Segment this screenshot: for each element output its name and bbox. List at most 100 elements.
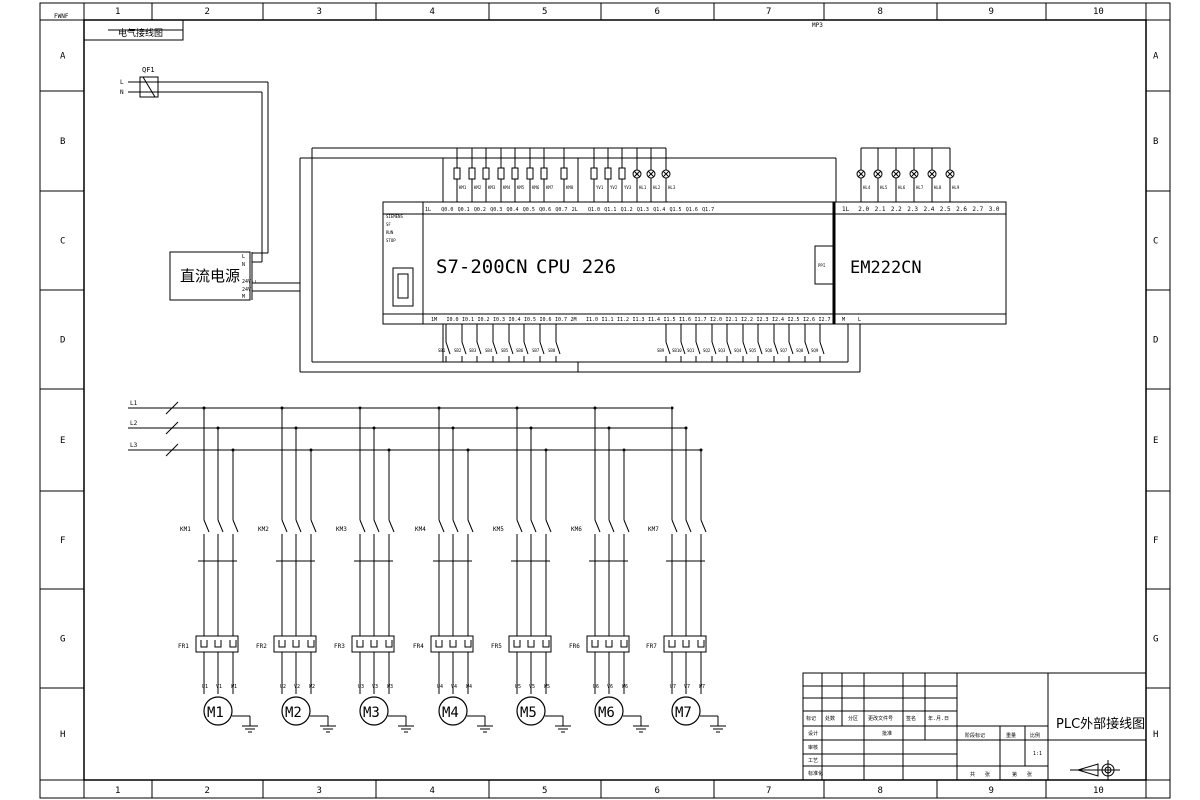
title-block-label: 第 bbox=[1012, 771, 1017, 778]
input-switch-blade bbox=[665, 341, 671, 355]
junction-dot bbox=[684, 426, 688, 430]
output-device-label: HL1 bbox=[639, 185, 647, 190]
column-label-10: 10 bbox=[1093, 7, 1104, 17]
cable-label: W4 bbox=[466, 684, 472, 690]
input-switch-blade bbox=[523, 341, 529, 355]
row-label-F-right: F bbox=[1153, 536, 1158, 546]
input-switch-blade bbox=[555, 341, 561, 355]
drawing-title: PLC外部接线图 bbox=[1056, 716, 1145, 732]
contactor-label: KM2 bbox=[258, 526, 269, 533]
column-label-5: 5 bbox=[542, 7, 547, 17]
plc-status-mark: RUN bbox=[386, 230, 394, 235]
ext-name: EM222CN bbox=[850, 258, 922, 278]
junction-dot bbox=[437, 406, 441, 410]
thermal-element bbox=[449, 640, 457, 648]
title-block-label: 处数 bbox=[825, 715, 835, 722]
indicator-lamp-cross bbox=[874, 170, 882, 178]
motor-label: M1 bbox=[207, 705, 224, 721]
breaker-label: QF1 bbox=[142, 66, 155, 74]
ext-lamp-label: HL5 bbox=[880, 185, 888, 190]
terminal-I1-4: I1.4 bbox=[648, 317, 660, 323]
terminal-Q1-4: Q1.4 bbox=[653, 207, 665, 213]
supply-terminal: M bbox=[242, 294, 245, 300]
column-label-8: 8 bbox=[878, 7, 883, 17]
thermal-element bbox=[697, 640, 705, 648]
column-label-2-bottom: 2 bbox=[205, 786, 210, 796]
ext-lamp-label: HL8 bbox=[934, 185, 942, 190]
indicator-lamp-cross bbox=[928, 170, 936, 178]
motor-icon bbox=[281, 696, 311, 726]
corner-code: FWNF bbox=[54, 13, 69, 20]
plc-status-mark: STOP bbox=[386, 238, 396, 243]
outer-frame bbox=[39, 2, 1171, 799]
motor-label: M3 bbox=[363, 705, 380, 721]
input-device-label: SB7 bbox=[532, 348, 540, 353]
input-device-label: SQ7 bbox=[780, 348, 788, 353]
terminal-I2-2: I2.2 bbox=[741, 317, 753, 323]
contactor-contact bbox=[594, 519, 601, 533]
column-label-1: 1 bbox=[115, 7, 120, 17]
row-label-D: D bbox=[60, 336, 65, 346]
junction-dot bbox=[515, 406, 519, 410]
terminal-1M: 1M bbox=[431, 317, 437, 323]
terminal-Q0-1: Q0.1 bbox=[458, 207, 470, 213]
terminal-I0-1: I0.1 bbox=[462, 317, 474, 323]
title-block-label: 比例 bbox=[1030, 732, 1040, 739]
column-label-4: 4 bbox=[430, 7, 435, 17]
terminal-Q0-6: Q0.6 bbox=[539, 207, 551, 213]
thermal-element bbox=[214, 640, 222, 648]
row-label-G: G bbox=[60, 635, 65, 645]
column-label-6: 6 bbox=[655, 7, 660, 17]
input-device-label: SQ9 bbox=[811, 348, 819, 353]
thermal-element bbox=[200, 640, 208, 648]
input-device-label: SB6 bbox=[516, 348, 524, 353]
contactor-contact bbox=[467, 519, 474, 533]
junction-dot bbox=[358, 406, 362, 410]
contactor-contact bbox=[671, 519, 678, 533]
junction-dot bbox=[529, 426, 533, 430]
output-device-label: KM7 bbox=[546, 185, 554, 190]
supply-terminal: 24V bbox=[242, 287, 251, 293]
cable-label: U1 bbox=[202, 684, 208, 690]
coil-icon bbox=[560, 167, 568, 180]
contactor-contact bbox=[685, 519, 692, 533]
bus-label-L3: L3 bbox=[130, 442, 138, 449]
terminal-I2-5: I2.5 bbox=[788, 317, 800, 323]
column-label-5-bottom: 5 bbox=[542, 786, 547, 796]
ext-terminal-2-4: 2.4 bbox=[924, 206, 935, 213]
line-label-n: N bbox=[120, 89, 124, 96]
thermal-element bbox=[356, 640, 364, 648]
supply-terminal: L bbox=[242, 254, 245, 260]
junction-dot bbox=[466, 448, 470, 452]
bus-isolator-mark bbox=[165, 401, 179, 415]
thermal-relay-icon bbox=[351, 635, 395, 653]
terminal-I2-0: I2.0 bbox=[710, 317, 722, 323]
motor-icon bbox=[594, 696, 624, 726]
terminal-Q1-2: Q1.2 bbox=[621, 207, 633, 213]
motor-icon bbox=[203, 696, 233, 726]
input-switch-blade bbox=[695, 341, 701, 355]
terminal-I2-4: I2.4 bbox=[772, 317, 784, 323]
terminal-Q1-5: Q1.5 bbox=[670, 207, 682, 213]
thermal-relay-icon bbox=[586, 635, 630, 653]
projection-symbol-icon bbox=[1070, 760, 1120, 780]
input-device-label: SQ1 bbox=[687, 348, 695, 353]
ext-power-terminal-L: L bbox=[858, 317, 861, 323]
title-block-label: 张 bbox=[1027, 771, 1032, 778]
cable-label: U7 bbox=[670, 684, 676, 690]
thermal-relay-icon bbox=[430, 635, 474, 653]
bus-isolator-mark bbox=[165, 443, 179, 457]
junction-dot bbox=[309, 448, 313, 452]
contactor-contact bbox=[608, 519, 615, 533]
cable-label: W6 bbox=[622, 684, 628, 690]
row-label-H-right: H bbox=[1153, 730, 1158, 740]
motor-label: M4 bbox=[442, 705, 459, 721]
column-label-1-bottom: 1 bbox=[115, 786, 120, 796]
input-device-label: SB5 bbox=[501, 348, 509, 353]
